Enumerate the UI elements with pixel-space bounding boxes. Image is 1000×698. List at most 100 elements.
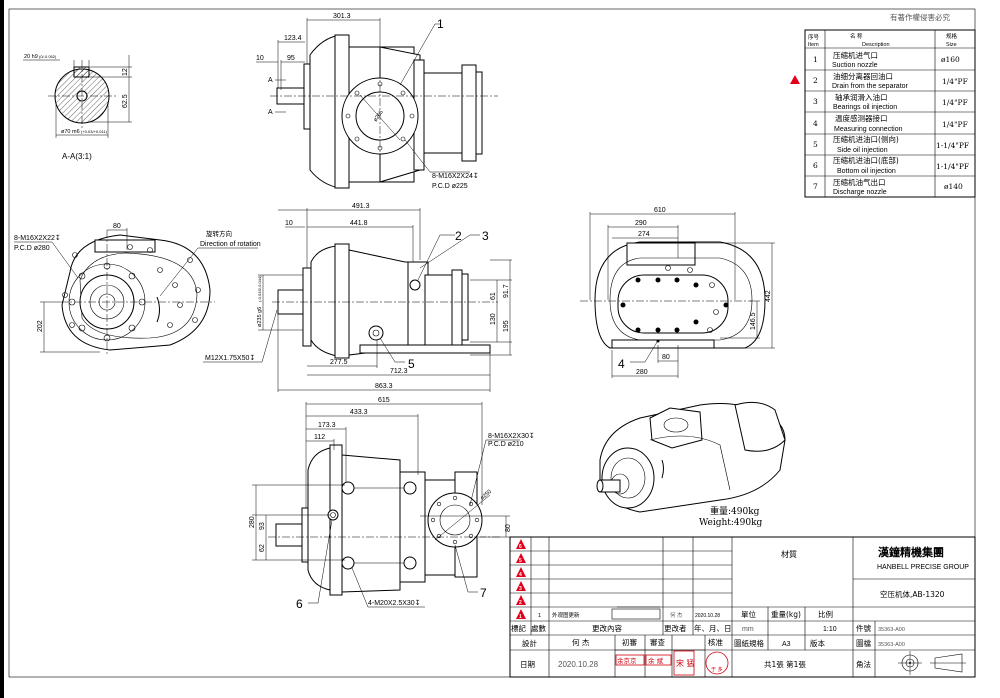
rotation-label-en: Direction of rotation	[200, 241, 261, 248]
warning-triangle-icon	[790, 75, 800, 84]
revision-date: 2020.10.28	[695, 613, 720, 619]
row-item: 6	[813, 161, 818, 170]
revision-marker-number: 4	[519, 572, 522, 578]
stamp-text: 余 斌	[648, 656, 664, 665]
dim-62: 62	[259, 544, 266, 552]
row-item: 7	[813, 182, 818, 191]
header-size-en: Size	[946, 42, 957, 48]
rotation-label-cn: 旋转方向	[206, 229, 232, 238]
left-edge	[0, 0, 4, 698]
part-name: 空压机体,AB-1320	[880, 589, 945, 599]
dim-441-8: 441.8	[350, 220, 368, 227]
front-view: 80 8-M16X2X22↧ P.C.D ø280 旋转方向 Direction…	[14, 223, 261, 355]
bolt-spec: 8-M16X2X22↧	[14, 234, 61, 242]
dim-10: 10	[256, 55, 264, 62]
weight-label: 重量(kg)	[771, 610, 801, 619]
stamp: 余京京	[615, 654, 645, 666]
key-width-dim: 20 h9	[24, 54, 38, 60]
date-value: 2020.10.28	[558, 660, 599, 669]
revision-marker: 2	[516, 595, 526, 606]
material-label: 材質	[781, 549, 797, 559]
row-name-cn: 油细分离器回油口	[833, 71, 893, 81]
shaft-height-dim: 62.5	[122, 94, 129, 108]
copyright-notice: 有著作權侵害必究	[890, 12, 950, 22]
revision-marker-number: 6	[519, 544, 522, 550]
header-desc-en: Description	[862, 42, 890, 48]
dim-615: 615	[378, 397, 390, 404]
dim-95: 95	[287, 55, 295, 62]
weight-label-cn: 重量:490kg	[710, 505, 760, 517]
row-name-en: Measuring connection	[834, 126, 903, 133]
pcd-spec: P.C.D ø210	[488, 441, 524, 448]
stamp-text: 于 多	[711, 666, 723, 673]
section-marker-a-top: A	[268, 77, 273, 84]
unit-value: mm	[742, 626, 754, 633]
row-item: 5	[813, 140, 818, 149]
dim-433-3: 433.3	[350, 409, 368, 416]
dim-863-3: 863.3	[375, 383, 393, 390]
row-name-cn: 压缩机油气出口	[833, 177, 886, 187]
revision-marker: 6	[516, 539, 526, 550]
part-no-label: 件號	[856, 623, 871, 633]
revision-marker-number: 5	[519, 558, 522, 564]
bolt-spec: 8-M16X2X30↧	[488, 432, 535, 440]
callout-6: 6	[296, 597, 303, 611]
dim-80: 80	[113, 223, 121, 230]
date-label: 日期	[520, 660, 535, 669]
header-by: 更改者	[664, 623, 687, 633]
dim-712-3: 712.3	[390, 368, 408, 375]
row-item: 2	[813, 76, 818, 85]
row-name-en: Drain from the separator	[832, 83, 909, 90]
dim-130: 130	[490, 313, 497, 325]
end-view: 610 290 274 442 146.5 4 80 280	[580, 207, 775, 378]
callout-5: 5	[408, 357, 415, 371]
revision-by: 何 杰	[670, 611, 683, 619]
company-name-en: HANBELL PRECISE GROUP	[877, 564, 969, 571]
review-label: 審查	[650, 637, 665, 647]
stamp: 于 多	[705, 651, 729, 675]
dim-123-4: 123.4	[284, 35, 302, 42]
row-size: 1/4"PF	[942, 98, 968, 107]
drawing-frame	[8, 8, 976, 678]
row-name-cn: 轴承润滑入油口	[835, 92, 888, 102]
section-marker-a-bottom: A	[268, 109, 273, 116]
dim-80: 80	[505, 524, 512, 532]
header-item-cn: 序号	[808, 33, 820, 41]
row-name-en: Discharge nozzle	[833, 189, 887, 196]
row-item: 3	[813, 97, 818, 106]
header-count: 處數	[531, 623, 546, 633]
revision-marker-number: 3	[519, 586, 522, 592]
pcd-spec: P.C.D ø225	[432, 183, 468, 190]
design-label: 設計	[522, 638, 537, 648]
dim-93: 93	[259, 522, 266, 530]
revision-marker-number: 2	[519, 600, 522, 606]
row-item: 1	[813, 55, 818, 64]
header-desc-cn: 名 称	[850, 32, 863, 40]
dim-277-5: 277.5	[330, 359, 348, 366]
paper-size-value: A3	[782, 641, 791, 648]
revision-marker: 1	[516, 609, 526, 620]
approve-label: 核准	[708, 637, 723, 647]
shaft-diameter-tolerance: (+0.03/+0.011)	[81, 129, 108, 134]
callout-7: 7	[480, 586, 487, 600]
header-mark: 標記	[511, 623, 526, 633]
row-name-cn: 压缩机进油口(底部)	[833, 155, 899, 165]
stamp-text: 余京京	[617, 656, 637, 665]
pcd-spec: P.C.D ø280	[14, 245, 50, 252]
dim-290: 290	[635, 220, 647, 227]
shaft-diameter-dim: ø235 g6	[257, 307, 263, 327]
revision-marker: 5	[516, 553, 526, 564]
row-item: 4	[813, 119, 818, 128]
row-size: 1-1/4"PF	[936, 162, 969, 171]
top-view: 301.3 123.4 10 95 A A 1 8-M16X2X24↧ P.C.…	[256, 13, 498, 190]
header-item-en: Item	[808, 42, 819, 48]
version-label: 版本	[810, 638, 825, 648]
revision-content: 外观图更新	[552, 611, 580, 619]
revision-count: 1	[538, 613, 541, 619]
